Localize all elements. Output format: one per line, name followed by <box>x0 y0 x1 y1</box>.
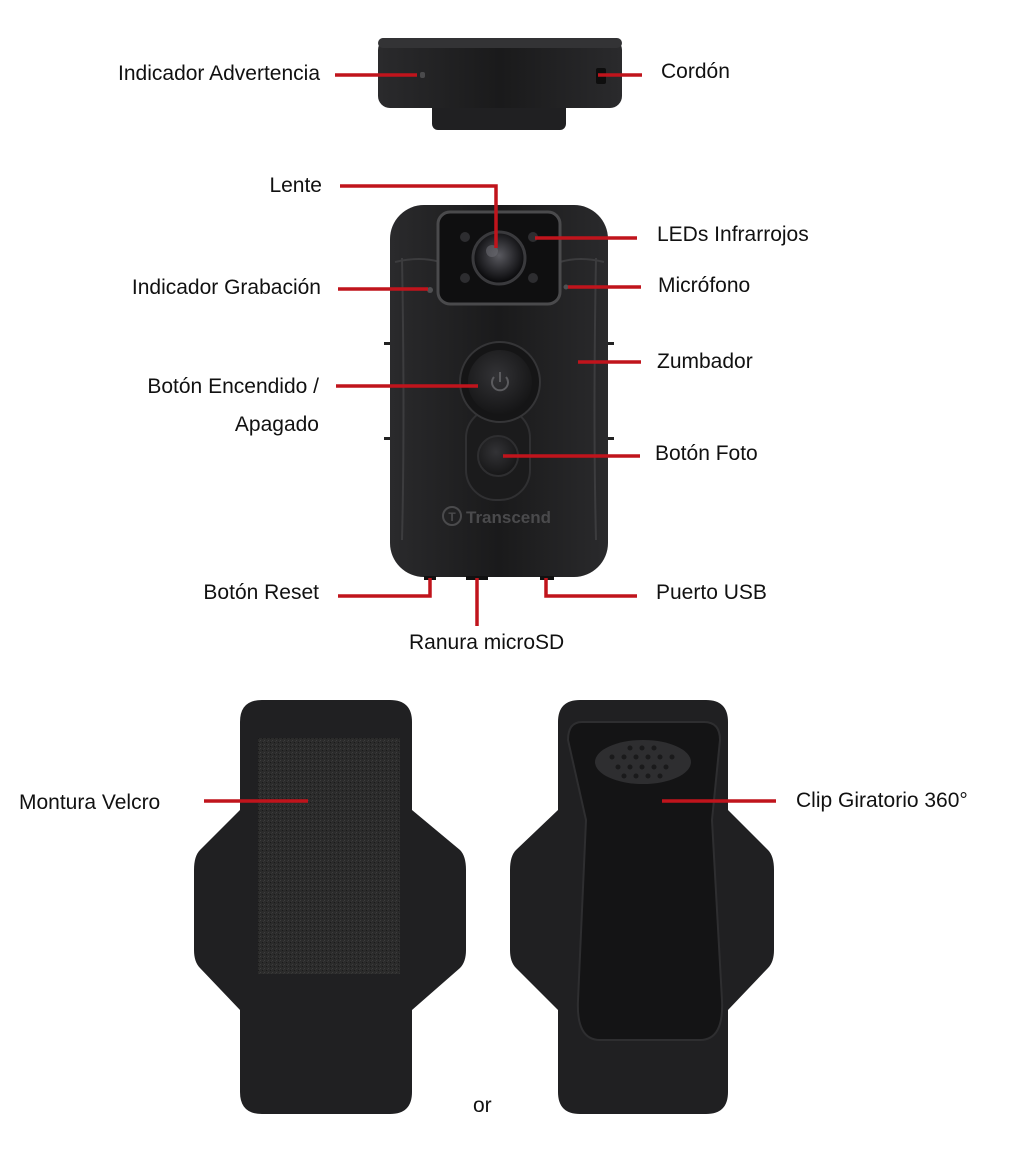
label-leds-infrarrojos: LEDs Infrarrojos <box>657 223 809 246</box>
transcend-logo: T Transcend <box>442 506 551 527</box>
label-or: or <box>473 1094 492 1117</box>
label-boton-reset: Botón Reset <box>203 581 319 604</box>
leader-lente <box>340 184 498 248</box>
transcend-wordmark: Transcend <box>466 508 551 527</box>
label-cordon: Cordón <box>661 60 730 83</box>
leader-boton-reset <box>338 578 432 598</box>
label-boton-foto: Botón Foto <box>655 442 758 465</box>
label-clip-giratorio: Clip Giratorio 360° <box>796 789 968 812</box>
label-puerto-usb: Puerto USB <box>656 581 767 604</box>
label-boton-encendido-line2: Apagado <box>234 413 319 436</box>
camera-top-view <box>378 38 622 130</box>
label-indicador-advertencia: Indicador Advertencia <box>118 62 320 85</box>
label-zumbador: Zumbador <box>657 350 753 373</box>
label-boton-encendido-line1: Botón Encendido / <box>147 375 319 398</box>
velcro-mount <box>194 700 466 1114</box>
svg-text:T: T <box>448 510 456 524</box>
leader-puerto-usb <box>544 578 637 598</box>
label-microfono: Micrófono <box>658 274 751 297</box>
label-montura-velcro: Montura Velcro <box>19 791 161 814</box>
label-indicador-grabacion: Indicador Grabación <box>131 276 321 299</box>
label-lente: Lente <box>269 174 322 197</box>
clip-mount <box>510 700 774 1114</box>
label-ranura-microsd: Ranura microSD <box>409 631 565 654</box>
leader-lines <box>204 73 776 803</box>
camera-front-view <box>384 205 614 580</box>
